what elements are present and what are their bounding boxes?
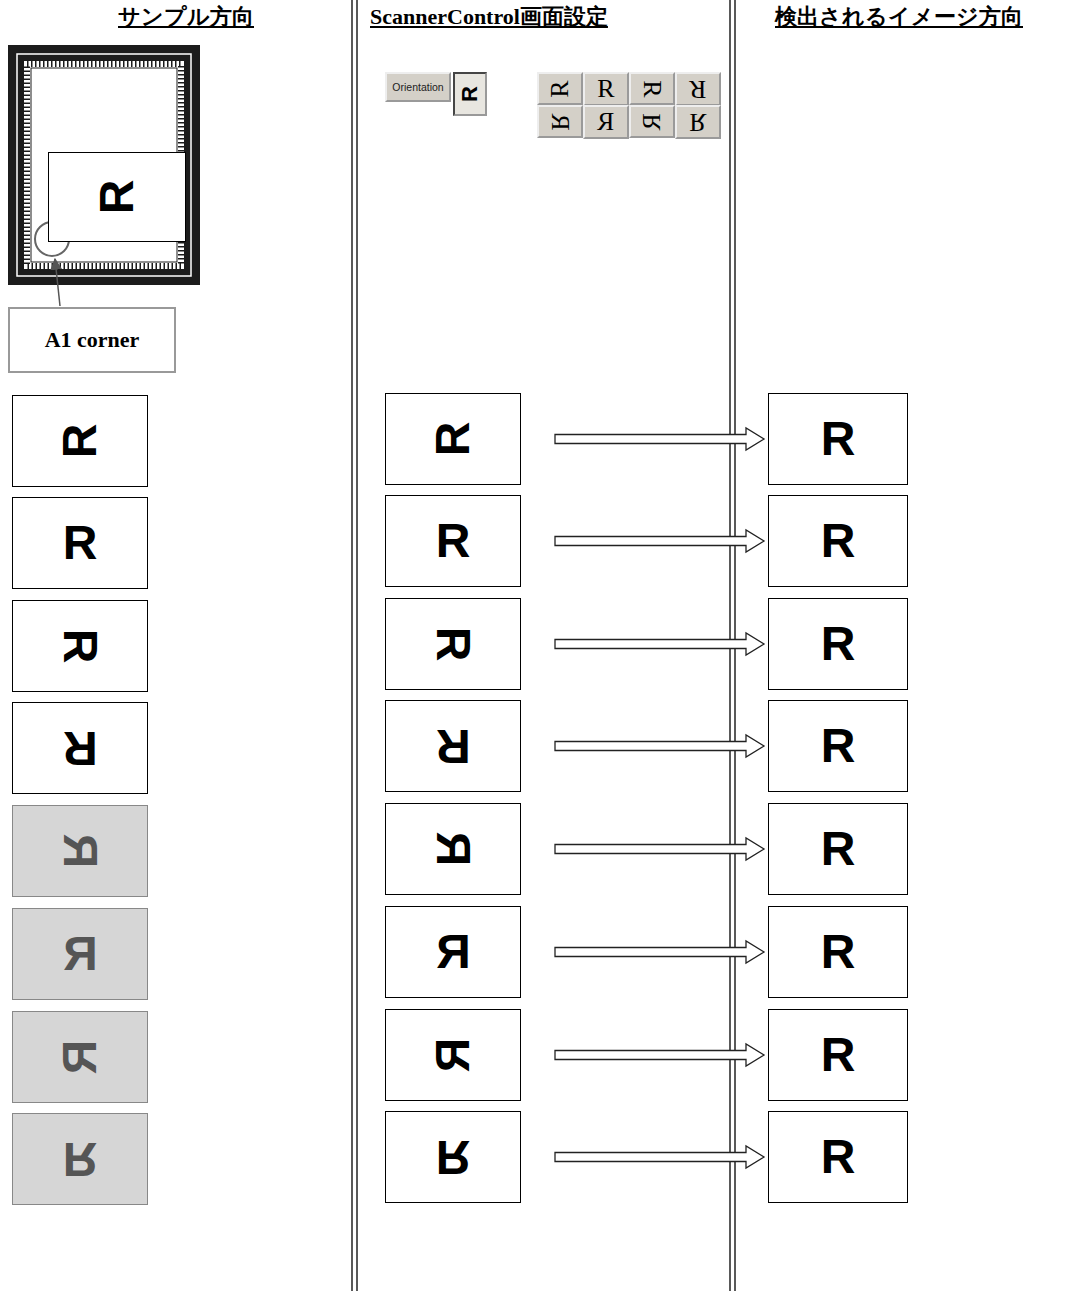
result-box: R <box>768 700 908 792</box>
node-text: R <box>821 1133 856 1181</box>
toolbar-ground <box>384 70 724 139</box>
block-arrow <box>555 838 764 860</box>
callout-box: A1 corner <box>8 307 176 373</box>
arrow-shape <box>555 735 764 757</box>
sample-plate <box>8 45 200 306</box>
node-text: R <box>436 722 471 770</box>
toolbar-button: R <box>537 72 583 105</box>
setting-box: R <box>385 1111 521 1203</box>
node-text: R <box>689 109 706 135</box>
node-text: R <box>547 80 573 97</box>
result-box: R <box>768 803 908 895</box>
toolbar-button: R <box>583 105 629 139</box>
node-text: R <box>429 627 477 662</box>
node-text: R <box>459 86 481 102</box>
toolbar-button: R <box>629 105 675 138</box>
column-header: ScannerControl画面設定 <box>370 2 608 32</box>
arrow-shape <box>555 530 764 552</box>
toolbar-button: R <box>583 72 629 106</box>
block-arrow <box>555 1044 764 1066</box>
setting-box: R <box>385 1009 521 1101</box>
sample-orientation-box: R <box>12 702 148 794</box>
node-text: R <box>56 424 104 459</box>
node-text: Orientation <box>392 82 443 93</box>
setting-box: R <box>385 906 521 998</box>
node-text: R <box>639 80 665 97</box>
sample-orientation-box: R <box>12 497 148 589</box>
result-box: R <box>768 1009 908 1101</box>
sample-orientation-box: R <box>12 1011 148 1103</box>
node-text: R <box>597 109 614 135</box>
sample-orientation-box: R <box>12 908 148 1000</box>
node-text: R <box>821 415 856 463</box>
node-text: R <box>821 517 856 565</box>
node-text: R <box>429 422 477 457</box>
setting-box: R <box>385 598 521 690</box>
column-header: 検出されるイメージ方向 <box>775 2 1023 32</box>
node-text: R <box>639 113 665 130</box>
sample-orientation-box: R <box>12 600 148 692</box>
result-box: R <box>768 906 908 998</box>
node-text: R <box>436 517 471 565</box>
toolbar-button-selected: R <box>453 72 487 116</box>
sample-orientation-box: R <box>12 1113 148 1205</box>
block-arrow <box>555 530 764 552</box>
node-text: A1 corner <box>45 329 140 351</box>
toolbar-button: R <box>675 72 721 106</box>
arrow-shape <box>555 1044 764 1066</box>
node-text: R <box>63 930 98 978</box>
toolbar-button: R <box>537 105 583 138</box>
sample-orientation-box: R <box>12 395 148 487</box>
sample-box: R <box>48 152 186 242</box>
result-box: R <box>768 393 908 485</box>
setting-box: R <box>385 700 521 792</box>
setting-box: R <box>385 495 521 587</box>
arrow-shape <box>555 1146 764 1168</box>
node-text: R <box>429 1038 477 1073</box>
block-arrow <box>555 633 764 655</box>
arrow-shape <box>555 633 764 655</box>
column-header: サンプル方向 <box>118 2 254 32</box>
result-box: R <box>768 1111 908 1203</box>
node-text: R <box>821 620 856 668</box>
node-text: R <box>63 1135 98 1183</box>
node-text: R <box>821 825 856 873</box>
block-arrow <box>555 941 764 963</box>
toolbar-button: R <box>629 72 675 105</box>
node-text: R <box>56 834 104 869</box>
block-arrow <box>555 1146 764 1168</box>
node-text: R <box>436 1133 471 1181</box>
node-text: R <box>93 180 141 215</box>
block-arrow <box>555 428 764 450</box>
node-text: R <box>547 113 573 130</box>
result-box: R <box>768 598 908 690</box>
sample-orientation-box: R <box>12 805 148 897</box>
node-text: R <box>429 832 477 867</box>
toolbar-button: R <box>675 105 721 139</box>
node-text: R <box>821 722 856 770</box>
result-box: R <box>768 495 908 587</box>
node-text: R <box>56 629 104 664</box>
node-text: R <box>63 724 98 772</box>
block-arrow <box>555 735 764 757</box>
node-text: R <box>56 1040 104 1075</box>
node-text: R <box>63 519 98 567</box>
node-text: R <box>821 1031 856 1079</box>
node-text: R <box>597 76 614 102</box>
setting-box: R <box>385 393 521 485</box>
node-text: R <box>436 928 471 976</box>
arrow-shape <box>555 428 764 450</box>
setting-box: R <box>385 803 521 895</box>
arrow-shape <box>555 941 764 963</box>
toolbar-button: Orientation <box>385 72 451 102</box>
arrow-shape <box>555 838 764 860</box>
node-text: R <box>821 928 856 976</box>
node-text: R <box>689 76 706 102</box>
